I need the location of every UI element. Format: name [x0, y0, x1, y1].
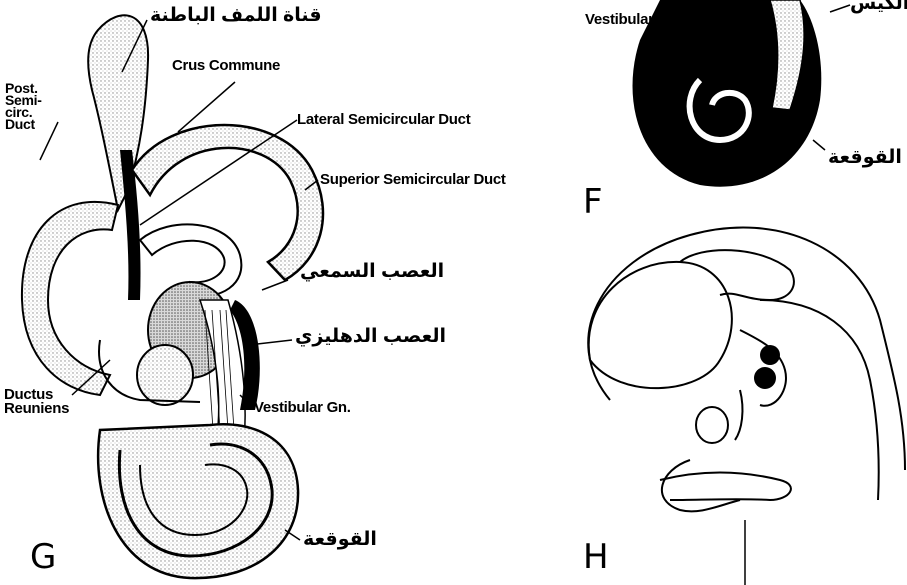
inner-ear-dark-1 — [760, 345, 780, 365]
panel-h-drawing — [588, 228, 905, 585]
label-cochlea-f: القوقعة — [828, 148, 902, 167]
label-ductus-line-2: Reuniens — [4, 402, 69, 416]
label-post-semicirc-duct: Post. Semi- circ. Duct — [5, 82, 42, 130]
label-vestibular-gn-g: Vestibular Gn. — [254, 400, 351, 415]
label-cochlea-g: القوقعة — [303, 530, 377, 549]
brain-vesicle-2 — [680, 250, 794, 300]
label-lateral-semicircular-duct: Lateral Semicircular Duct — [297, 112, 470, 127]
label-post-line-4: Duct — [5, 118, 42, 130]
label-partial-top-right: الكيس — [850, 0, 907, 13]
label-vestibular-nerve: العصب الدهليزي — [295, 327, 446, 346]
label-ductus-reuniens: Ductus Reuniens — [4, 388, 69, 416]
panel-label-f: F — [583, 185, 603, 219]
panel-g-drawing — [22, 15, 323, 578]
label-vestibular-gn-f: Vestibular Gn — [585, 12, 678, 27]
label-superior-semicircular-duct: Superior Semicircular Duct — [320, 172, 506, 187]
saccule — [137, 345, 193, 405]
brain-vesicle-1 — [589, 262, 732, 388]
inner-ear-dark-2 — [754, 367, 776, 389]
panel-label-g: G — [30, 540, 56, 574]
ganglion-block — [719, 5, 735, 25]
panel-label-h: H — [583, 540, 609, 574]
inner-ear-light — [696, 407, 728, 443]
panel-f-drawing — [633, 0, 851, 187]
label-crus-commune: Crus Commune — [172, 58, 280, 73]
pharyngeal-arch — [660, 473, 791, 501]
neck-outline — [662, 460, 740, 511]
label-endolymphatic-duct: قناة اللمف الباطنة — [150, 6, 322, 25]
label-cochlear-nerve: العصب السمعي — [300, 262, 444, 281]
